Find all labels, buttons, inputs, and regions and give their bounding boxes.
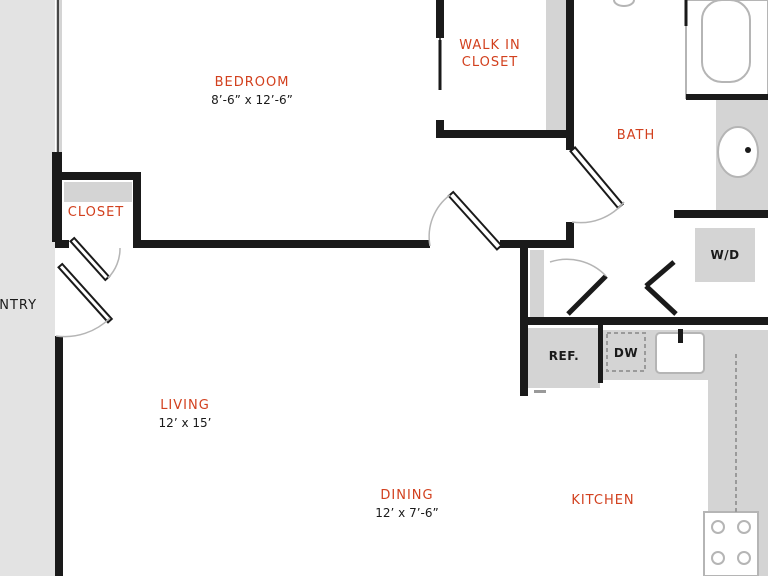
exterior-corridor [0,0,55,576]
wall-laundry-top [674,210,768,218]
wall-exterior-left-lower [55,336,63,576]
entry-label: ENTRY [0,298,38,313]
bedroom-door-leaf [447,190,503,251]
walk-in-closet-shelf [546,0,568,132]
wall-bedroom-living [133,240,430,248]
closet-door-leaf [69,236,111,282]
living-label: LIVING [160,398,210,413]
dining-dimensions: 12’ x 7’-6” [375,506,439,520]
wall-closet-right [133,172,141,244]
burner-3 [711,551,725,565]
laundry-door-leaf-a [644,260,676,288]
bedroom-label: BEDROOM [214,75,290,90]
wall-closet-stub [55,240,69,248]
closet-shelf [64,182,132,202]
bath-sink [717,126,759,178]
burner-2 [737,520,751,534]
bedroom-dimensions: 8’-6” x 12’-6” [211,93,293,107]
wall-ref-right [598,325,603,383]
wall-closet-top [55,172,141,180]
entry-door-leaf [57,262,114,324]
linen-door-left [566,274,608,316]
wall-exterior-left-upper [52,152,62,242]
entry-door-swing [55,317,111,338]
toilet [613,0,635,7]
range [703,511,759,576]
walls [52,0,768,576]
kitchen-label: KITCHEN [571,493,635,508]
washer-dryer-label: W/D [710,248,740,262]
bathtub [685,0,768,99]
wall-bath-left-lower [566,222,574,248]
sink-faucet [678,147,751,343]
burner-4 [737,551,751,565]
bath-faucet [745,147,751,153]
closet-door-swing [107,247,121,279]
wall-bath-left-upper [566,0,574,150]
living-dimensions: 12’ x 15’ [158,416,212,430]
refrigerator-label: REF. [548,349,580,363]
wall-tub-side [686,94,768,100]
linen-shelf [530,250,544,318]
wall-walkin-bottom [436,130,574,138]
dishwasher-label: DW [613,346,639,360]
laundry-door-leaf-b [644,284,678,316]
bath-label: BATH [616,128,656,143]
window-lines [57,0,688,152]
washer-dryer [695,228,755,282]
burner-1 [711,520,725,534]
bath-door-swing [571,201,625,224]
doors [55,146,678,338]
wall-walkin-left-lower [436,120,444,138]
kitchen-faucet [678,329,683,343]
closet-label: CLOSET [67,205,125,220]
linen-door-left-swing [549,258,607,277]
walk-in-closet-label-line1: WALK IN [459,38,521,53]
bedroom-window-sill [56,0,62,152]
wall-hall-stub [500,240,572,248]
refrigerator [528,328,600,388]
wall-kitchen-top [520,317,768,325]
bath-door-leaf [569,146,625,210]
tub-basin [701,0,751,83]
ref-handle [534,390,546,393]
walk-in-closet-label-line2: CLOSET [461,55,519,70]
dishwasher-outline [606,332,646,372]
dining-label: DINING [380,488,434,503]
bedroom-door-swing [428,194,451,247]
